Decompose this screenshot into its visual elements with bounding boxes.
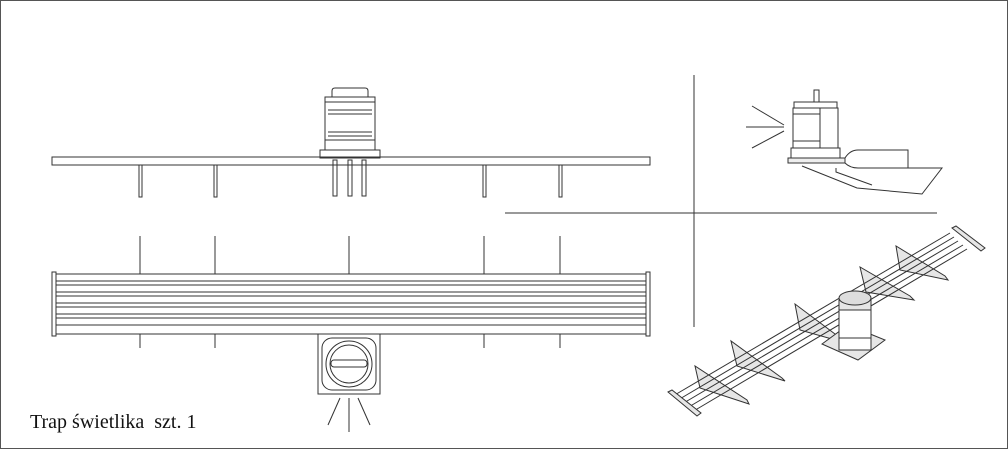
lamp-front — [319, 87, 381, 159]
front-view — [51, 87, 651, 198]
front-legs — [138, 159, 563, 198]
lamp-top — [317, 333, 381, 432]
iso-lamp — [821, 290, 887, 361]
side-view — [746, 89, 944, 195]
plan-view — [51, 236, 651, 432]
drawing-caption: Trap świetlika szt. 1 — [30, 411, 197, 433]
isometric-view — [667, 225, 986, 417]
